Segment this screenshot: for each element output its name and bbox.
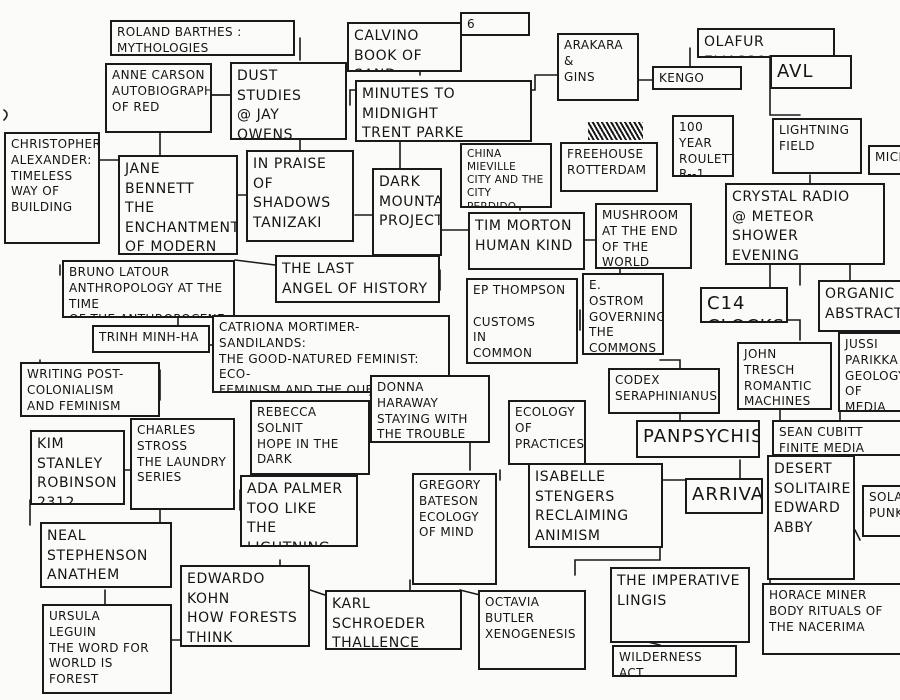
node-ada-palmer[interactable]: ADA PALMER TOO LIKE THE LIGHTNING <box>240 475 358 547</box>
node-ecology-of-practices[interactable]: ECOLOGY OF PRACTICES <box>508 400 586 465</box>
node-ep-thompson[interactable]: EP THOMPSON CUSTOMS IN COMMON <box>466 278 578 364</box>
node-kengo-kuma[interactable]: KENGO KUMA <box>652 66 742 90</box>
node-olafur-eliasson[interactable]: OLAFUR ELIASSON <box>697 28 835 58</box>
node-jane-bennett[interactable]: JANE BENNETT THE ENCHANTMENT OF MODERN L… <box>118 155 238 255</box>
node-panpsychism[interactable]: PANPSYCHISM <box>636 420 760 458</box>
node-micro[interactable]: MICRO <box>868 145 900 175</box>
node-karl-schroeder[interactable]: KARL SCHROEDER THALLENCE <box>325 590 462 650</box>
scribbled-out-text <box>588 122 643 140</box>
node-6-memos[interactable]: 6 MEMOS <box>460 12 530 36</box>
node-calvino[interactable]: CALVINO BOOK OF SAND <box>347 22 462 72</box>
node-mushroom-tsing[interactable]: MUSHROOM AT THE END OF THE WORLD ANNA TS… <box>595 203 692 269</box>
node-anne-carson[interactable]: ANNE CARSON AUTOBIOGRAPHY OF RED <box>105 63 212 133</box>
node-dark-mountain[interactable]: DARK MOUNTAIN PROJECT <box>372 168 442 256</box>
node-christopher-alexander[interactable]: CHRISTOPHER ALEXANDER: TIMELESS WAY OF B… <box>4 132 100 244</box>
node-trinh-minh-ha[interactable]: TRINH MINH-HA <box>92 325 210 353</box>
node-crystal-radio[interactable]: CRYSTAL RADIO @ METEOR SHOWER EVENING <box>725 183 885 265</box>
node-tanizaki[interactable]: IN PRAISE OF SHADOWS TANIZAKI <box>246 150 354 242</box>
node-china-mieville[interactable]: CHINA MIEVILLE CITY AND THE CITY PERDIDO… <box>460 143 552 208</box>
node-tim-morton[interactable]: TIM MORTON HUMAN KIND <box>468 212 585 270</box>
node-isabelle-stengers[interactable]: ISABELLE STENGERS RECLAIMING ANIMISM <box>528 463 663 548</box>
node-neal-stephenson[interactable]: NEAL STEPHENSON ANATHEM <box>40 522 172 588</box>
node-c14-clocks[interactable]: C14 CLOCKS <box>700 287 788 323</box>
node-codex-seraphinianus[interactable]: CODEX SERAPHINIANUS <box>608 368 720 414</box>
node-100-year-roulette[interactable]: 100 YEAR ROULETTE r--1 <box>672 115 734 177</box>
node-freehouse[interactable]: FREEHOUSE ROTTERDAM <box>560 142 658 192</box>
node-solar-punk[interactable]: SOLAR PUNK <box>862 485 900 537</box>
node-gregory-bateson[interactable]: GREGORY BATESON ECOLOGY OF MIND <box>412 473 497 585</box>
node-arakawa-gins[interactable]: ARAKARA & GINS <box>557 33 639 101</box>
node-jussi-parikka[interactable]: JUSSI PARIKKA GEOLOGY OF MEDIA <box>838 332 900 412</box>
node-desert-solitaire[interactable]: DESERT SOLITAIRE EDWARD ABBY <box>767 455 855 580</box>
node-lightning-field[interactable]: LIGHTNING FIELD <box>772 118 862 174</box>
node-kim-stanley-robinson[interactable]: KIM STANLEY ROBINSON 2312 <box>30 430 125 505</box>
node-edwardo-kohn[interactable]: EDWARDO KOHN HOW FORESTS THINK <box>180 565 310 647</box>
node-ursula-leguin[interactable]: URSULA LEGUIN THE WORD FOR WORLD IS FORE… <box>42 604 172 694</box>
node-barthes[interactable]: ROLAND BARTHES : MYTHOLOGIES <box>110 20 295 56</box>
node-dust-studies[interactable]: DUST STUDIES @ JAY OWENS <box>230 62 347 140</box>
node-ostrom[interactable]: E. OSTROM GOVERNING THE COMMONS <box>582 273 664 355</box>
node-bruno-latour[interactable]: BRUNO LATOUR ANTHROPOLOGY AT THE TIME OF… <box>62 260 235 318</box>
node-arrival[interactable]: ARRIVAL <box>685 478 763 514</box>
node-john-tresch[interactable]: JOHN TRESCH ROMANTIC MACHINES <box>737 342 832 410</box>
node-the-imperative[interactable]: THE IMPERATIVE LINGIS <box>610 567 750 643</box>
node-writing-postcolonialism[interactable]: WRITING POST-COLONIALISM AND FEMINISM <box>20 362 160 417</box>
node-sean-cubitt[interactable]: SEAN CUBITT FINITE MEDIA <box>772 420 900 456</box>
node-minutes-to-midnight[interactable]: MINUTES TO MIDNIGHT TRENT PARKE <box>355 80 532 142</box>
node-avl[interactable]: AVL <box>770 55 852 89</box>
node-last-angel[interactable]: THE LAST ANGEL OF HISTORY <box>275 255 440 303</box>
node-rebecca-solnit[interactable]: REBECCA SOLNIT HOPE IN THE DARK <box>250 400 370 475</box>
node-organic-abstraction[interactable]: ORGANIC ABSTRACTION <box>818 280 900 332</box>
node-donna-haraway[interactable]: DONNA HARAWAY STAYING WITH THE TROUBLE <box>370 375 490 443</box>
node-horace-miner[interactable]: HORACE MINER BODY RITUALS OF THE NACERIM… <box>762 583 900 655</box>
node-wilderness-act[interactable]: WILDERNESS ACT <box>612 645 737 677</box>
node-octavia-butler[interactable]: OCTAVIA BUTLER XENOGENESIS <box>478 590 586 670</box>
node-charles-stross[interactable]: CHARLES STROSS THE LAUNDRY SERIES <box>130 418 235 510</box>
